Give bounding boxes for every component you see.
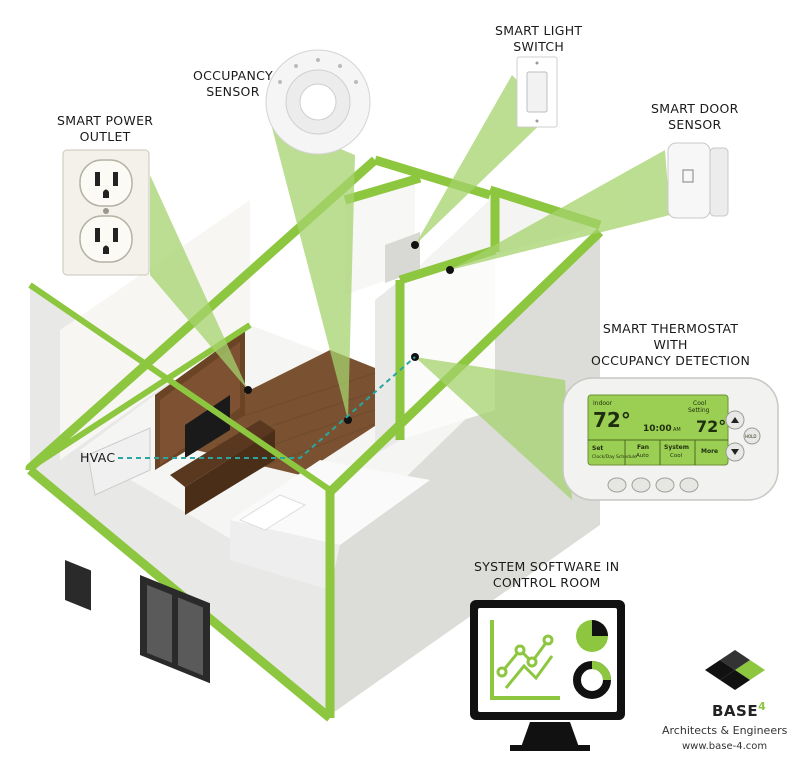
label-hvac: HVAC [80, 450, 116, 465]
beam-light-switch [415, 75, 550, 245]
thermostat-menu-set-sub: Clock/Day Schedule [592, 454, 637, 460]
light-switch-icon [516, 56, 558, 128]
thermostat-menu-more: More [701, 448, 718, 455]
thermostat-indoor-temp: 72° [593, 408, 631, 432]
thermostat-time: 10:00 [643, 424, 672, 434]
control-room-monitor-icon [470, 600, 625, 751]
beam-door-sensor [450, 150, 670, 270]
label-occupancy-sensor: OCCUPANCY SENSOR [193, 68, 273, 99]
beam-occupancy [270, 120, 355, 420]
thermostat-cool-label: Cool [693, 400, 707, 407]
thermostat-bottom-buttons [607, 477, 699, 493]
brand-name: BASE4 [712, 700, 767, 720]
label-smart-power-outlet: SMART POWER OUTLET [57, 113, 154, 144]
label-smart-thermostat: SMART THERMOSTAT WITH OCCUPANCY DETECTIO… [591, 321, 751, 368]
thermostat-hold-label: HOLD [745, 434, 756, 439]
thermostat-setting-label: Setting [688, 407, 710, 414]
hvac-connection-line [118, 356, 416, 459]
brand-tagline: Architects & Engineers [662, 724, 788, 737]
sensing-beams [150, 75, 670, 500]
occupancy-sensor-icon [265, 49, 371, 155]
brand-url[interactable]: www.base-4.com [682, 741, 768, 752]
label-smart-door-sensor: SMART DOOR SENSOR [651, 101, 739, 132]
thermostat-menu-set: Set [592, 445, 603, 452]
label-system-software: SYSTEM SOFTWARE IN CONTROL ROOM [474, 559, 620, 590]
thermostat-menu-fan-sub: Auto [636, 453, 649, 459]
monitor-line-chart [500, 639, 550, 673]
thermostat-setting-temp: 72° [696, 417, 726, 436]
power-outlet-icon [62, 149, 150, 276]
room-model [25, 155, 604, 722]
thermostat-device [562, 377, 779, 501]
beam-power-outlet [150, 175, 248, 390]
label-smart-light-switch: SMART LIGHT SWITCH [495, 23, 583, 54]
thermostat-menu-fan: Fan [637, 444, 649, 451]
door-sensor-icon [667, 142, 729, 219]
sensor-points [244, 241, 454, 424]
thermostat-screen-text: Indoor 72° 10:00 AM Cool Setting 72° Set… [592, 400, 756, 460]
thermostat-menu-system: System [664, 444, 689, 451]
thermostat-menu-system-sub: Cool [670, 453, 683, 459]
thermostat-indoor-label: Indoor [593, 400, 613, 407]
base4-logo [705, 650, 765, 690]
beam-thermostat [415, 357, 572, 500]
thermostat-time-suffix: AM [673, 427, 681, 433]
